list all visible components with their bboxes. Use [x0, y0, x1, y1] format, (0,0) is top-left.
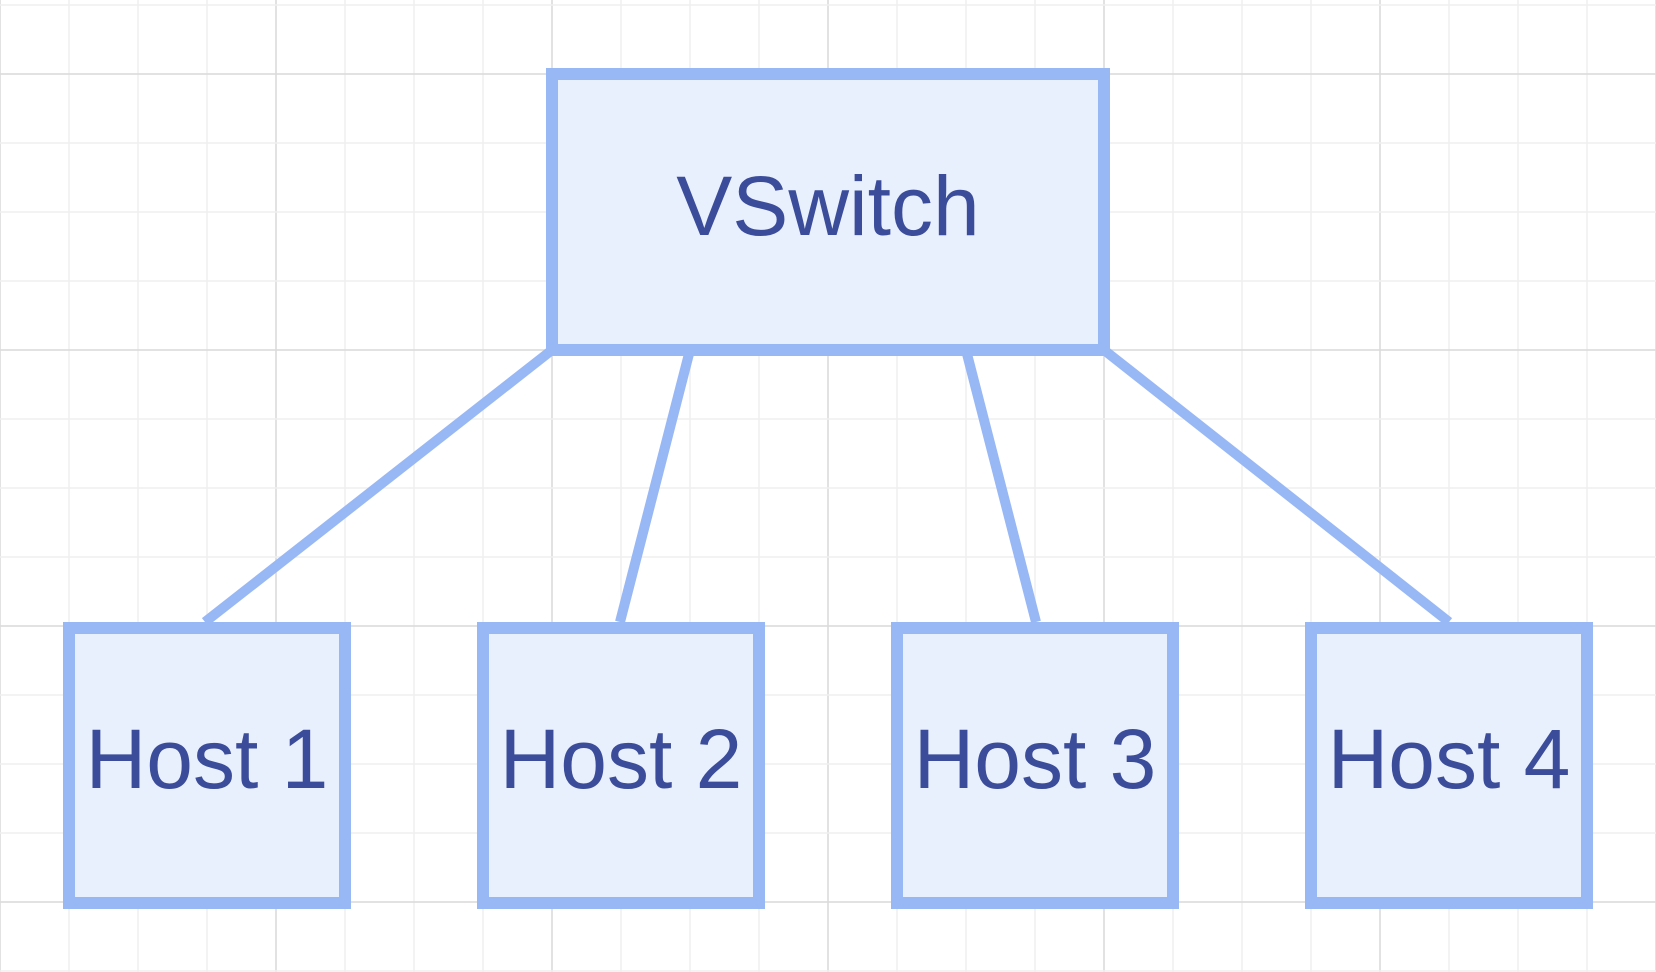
edge-vswitch-host-2 — [615, 348, 695, 624]
connections — [201, 346, 1453, 626]
host-3-label: Host 3 — [914, 712, 1157, 806]
vswitch-label: VSwitch — [676, 159, 979, 253]
vswitch-node[interactable]: VSwitch — [546, 68, 1110, 356]
host-4-node[interactable]: Host 4 — [1305, 622, 1593, 909]
host-2-box[interactable] — [477, 622, 765, 909]
host-4-box[interactable] — [1305, 622, 1593, 909]
host-3-node[interactable]: Host 3 — [891, 622, 1179, 909]
host-1-node[interactable]: Host 1 — [63, 622, 351, 909]
host-1-label: Host 1 — [86, 712, 329, 806]
host-2-node[interactable]: Host 2 — [477, 622, 765, 909]
host-1-box[interactable] — [63, 622, 351, 909]
edge-vswitch-host-3 — [961, 348, 1041, 624]
edge-vswitch-host-4 — [1100, 346, 1453, 626]
host-3-box[interactable] — [891, 622, 1179, 909]
edge-vswitch-host-1 — [201, 346, 556, 626]
host-2-label: Host 2 — [500, 712, 743, 806]
vswitch-box[interactable] — [546, 68, 1110, 356]
host-4-label: Host 4 — [1328, 712, 1571, 806]
